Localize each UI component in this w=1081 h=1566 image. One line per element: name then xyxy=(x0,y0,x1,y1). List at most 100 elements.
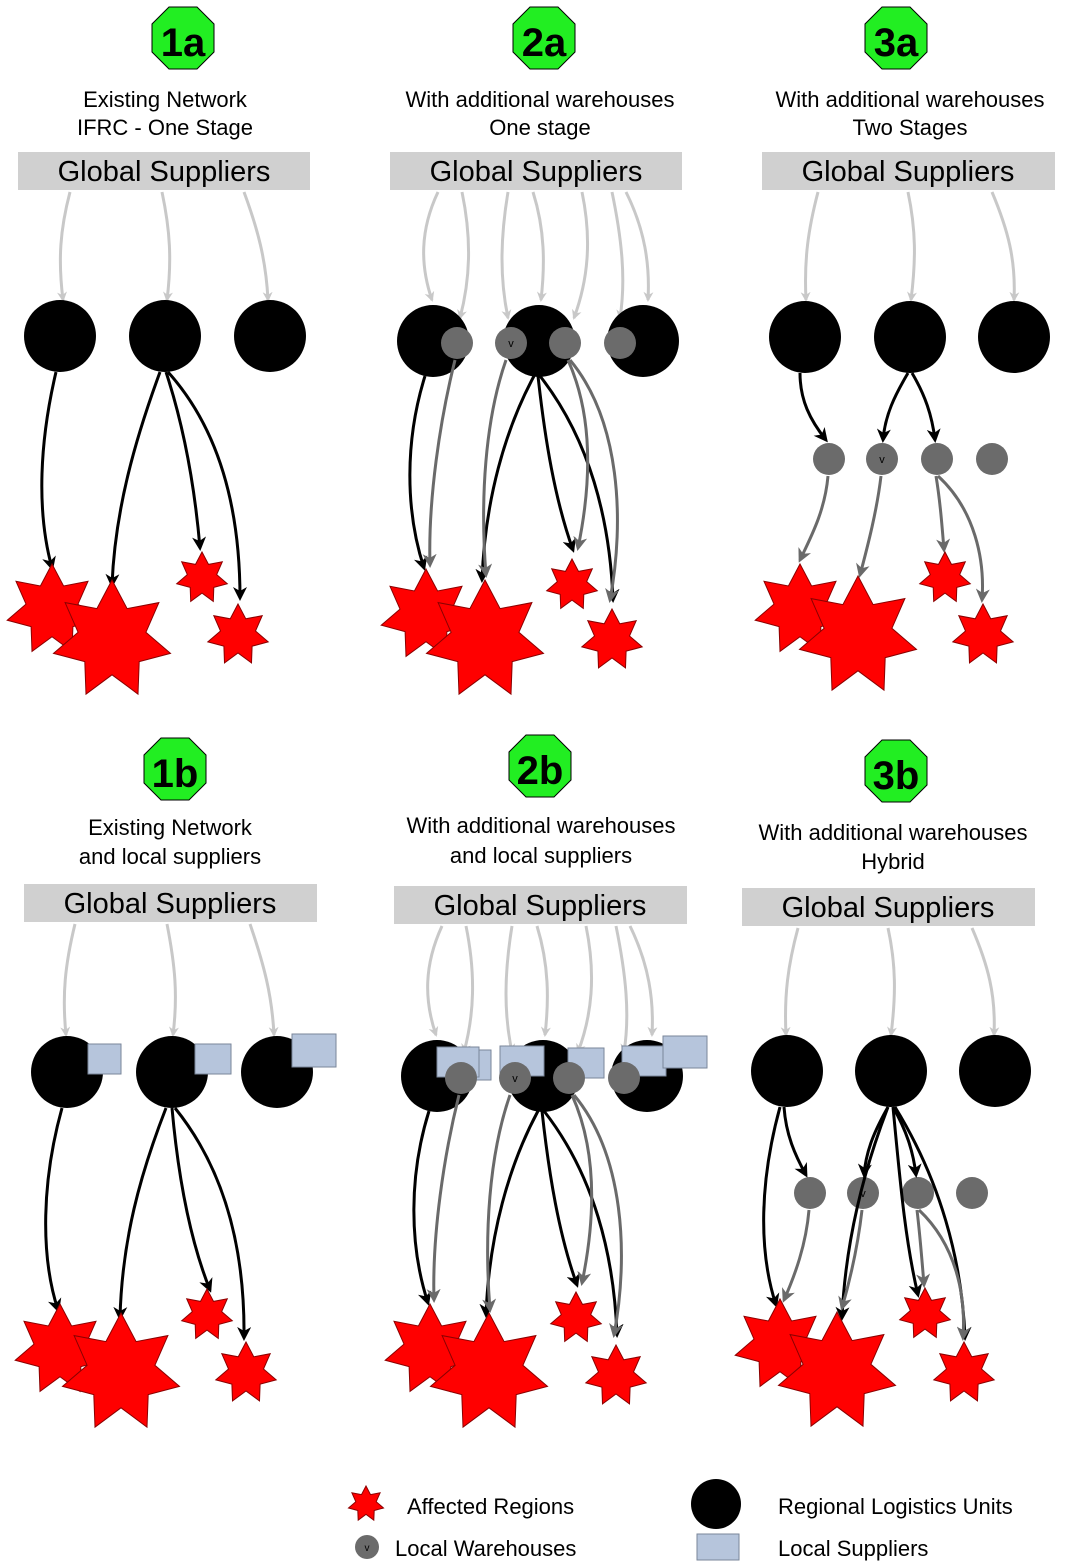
panel-3a: 3a With additional warehouses Two Stages… xyxy=(754,6,1055,692)
affected-region-star xyxy=(384,1302,476,1393)
distribution-arrows xyxy=(44,1107,252,1341)
panel-3b: 3b With additional warehouses Hybrid Glo… xyxy=(734,739,1035,1428)
distribution-arrows xyxy=(40,370,247,601)
badge-octagon xyxy=(864,739,928,803)
badge-label: 2b xyxy=(517,749,564,793)
legend-local-supplier-icon xyxy=(696,1533,740,1561)
affected-region-star xyxy=(754,562,846,653)
panel-title-line1: Existing Network xyxy=(88,815,253,840)
local-warehouse xyxy=(549,327,581,359)
affected-region-stars xyxy=(6,550,270,696)
legend-warehouse-mark: v xyxy=(365,1543,370,1554)
global-suppliers-box xyxy=(762,152,1055,190)
affected-region-star xyxy=(545,557,599,610)
affected-region-star xyxy=(898,1286,952,1339)
affected-region-star xyxy=(175,550,229,603)
local-warehouse xyxy=(921,443,953,475)
global-arrows xyxy=(60,923,279,1037)
regional-logistics-unit xyxy=(397,305,469,377)
affected-region-star xyxy=(14,1302,106,1393)
regional-logistics-unit xyxy=(31,1036,103,1108)
affected-region-star xyxy=(425,578,545,696)
warehouse-mark: v xyxy=(860,1188,866,1200)
regional-logistics-unit xyxy=(751,1035,823,1107)
distribution-arrows-grey xyxy=(782,1208,971,1341)
distribution-arrows-black xyxy=(412,1110,624,1338)
badge-octagon xyxy=(864,6,928,70)
affected-region-star xyxy=(932,1340,996,1402)
global-arrows xyxy=(422,191,654,320)
affected-region-star xyxy=(951,602,1015,664)
affected-region-star xyxy=(180,1287,234,1340)
local-warehouse xyxy=(976,443,1008,475)
regional-logistics-unit xyxy=(769,301,841,373)
global-suppliers-box xyxy=(18,152,310,190)
badge-octagon xyxy=(151,6,215,70)
local-warehouse xyxy=(441,327,473,359)
panel-title-line1: With additional warehouses xyxy=(406,813,675,838)
warehouse-mark: v xyxy=(879,454,885,466)
panel-title-line1: With additional warehouses xyxy=(758,820,1027,845)
regional-logistics-unit xyxy=(234,300,306,372)
affected-region-star xyxy=(380,567,472,658)
panel-title-line2: Two Stages xyxy=(853,115,968,140)
global-suppliers-box xyxy=(24,884,317,922)
global-suppliers-label: Global Suppliers xyxy=(64,888,277,920)
distribution-arrows-grey xyxy=(798,474,990,603)
local-warehouse xyxy=(495,327,527,359)
panel-2b: 2b With additional warehouses and local … xyxy=(384,734,708,1429)
regional-logistics-unit xyxy=(503,305,575,377)
local-warehouse xyxy=(902,1177,934,1209)
local-warehouse xyxy=(499,1062,531,1094)
affected-region-star xyxy=(584,1343,648,1405)
badge-label: 3a xyxy=(874,21,919,65)
badge-label: 2a xyxy=(522,21,567,65)
affected-region-star xyxy=(777,1310,897,1428)
affected-region-star xyxy=(6,562,98,653)
badge-label: 1a xyxy=(161,21,206,65)
global-suppliers-box xyxy=(394,886,687,924)
warehouse-mark: v xyxy=(508,338,514,350)
affected-region-star xyxy=(549,1290,603,1343)
badge-octagon xyxy=(143,737,207,801)
badge-label: 1b xyxy=(152,752,199,796)
legend-warehouses-label: Local Warehouses xyxy=(395,1536,576,1561)
affected-region-star xyxy=(734,1297,826,1388)
panel-title-line2: and local suppliers xyxy=(450,843,632,868)
distribution-arrows-grey xyxy=(422,359,619,603)
affected-region-stars xyxy=(384,1290,648,1429)
local-supplier xyxy=(662,1035,708,1069)
local-warehouse xyxy=(794,1177,826,1209)
badge-octagon xyxy=(508,734,572,798)
affected-region-star xyxy=(52,578,172,696)
regional-logistics-unit xyxy=(607,305,679,377)
distribution-arrows-black xyxy=(798,372,941,443)
local-warehouse xyxy=(956,1177,988,1209)
legend-warehouse-icon xyxy=(355,1535,379,1559)
regional-logistics-unit xyxy=(136,1036,208,1108)
global-arrows xyxy=(426,925,658,1054)
local-supplier xyxy=(194,1043,232,1075)
global-arrows xyxy=(57,191,273,302)
local-warehouse xyxy=(866,443,898,475)
panel-title-line1: With additional warehouses xyxy=(775,87,1044,112)
distribution-arrows-black xyxy=(408,375,620,603)
panel-1b: 1b Existing Network and local suppliers … xyxy=(14,737,337,1429)
local-warehouse xyxy=(608,1062,640,1094)
affected-region-star xyxy=(580,607,644,669)
panel-title-line2: and local suppliers xyxy=(79,844,261,869)
panel-title-line1: Existing Network xyxy=(83,87,248,112)
global-arrows xyxy=(800,191,1020,302)
badge-octagon xyxy=(512,6,576,70)
regional-logistics-unit xyxy=(959,1035,1031,1107)
regional-logistics-unit xyxy=(24,300,96,372)
regional-logistics-unit xyxy=(129,300,201,372)
local-warehouse xyxy=(445,1062,477,1094)
panel-title-line2: IFRC - One Stage xyxy=(77,115,253,140)
legend-affected-label: Affected Regions xyxy=(407,1494,574,1519)
affected-region-star xyxy=(214,1340,278,1402)
local-warehouse xyxy=(604,327,636,359)
affected-region-stars xyxy=(754,550,1015,692)
affected-region-stars xyxy=(14,1287,278,1429)
